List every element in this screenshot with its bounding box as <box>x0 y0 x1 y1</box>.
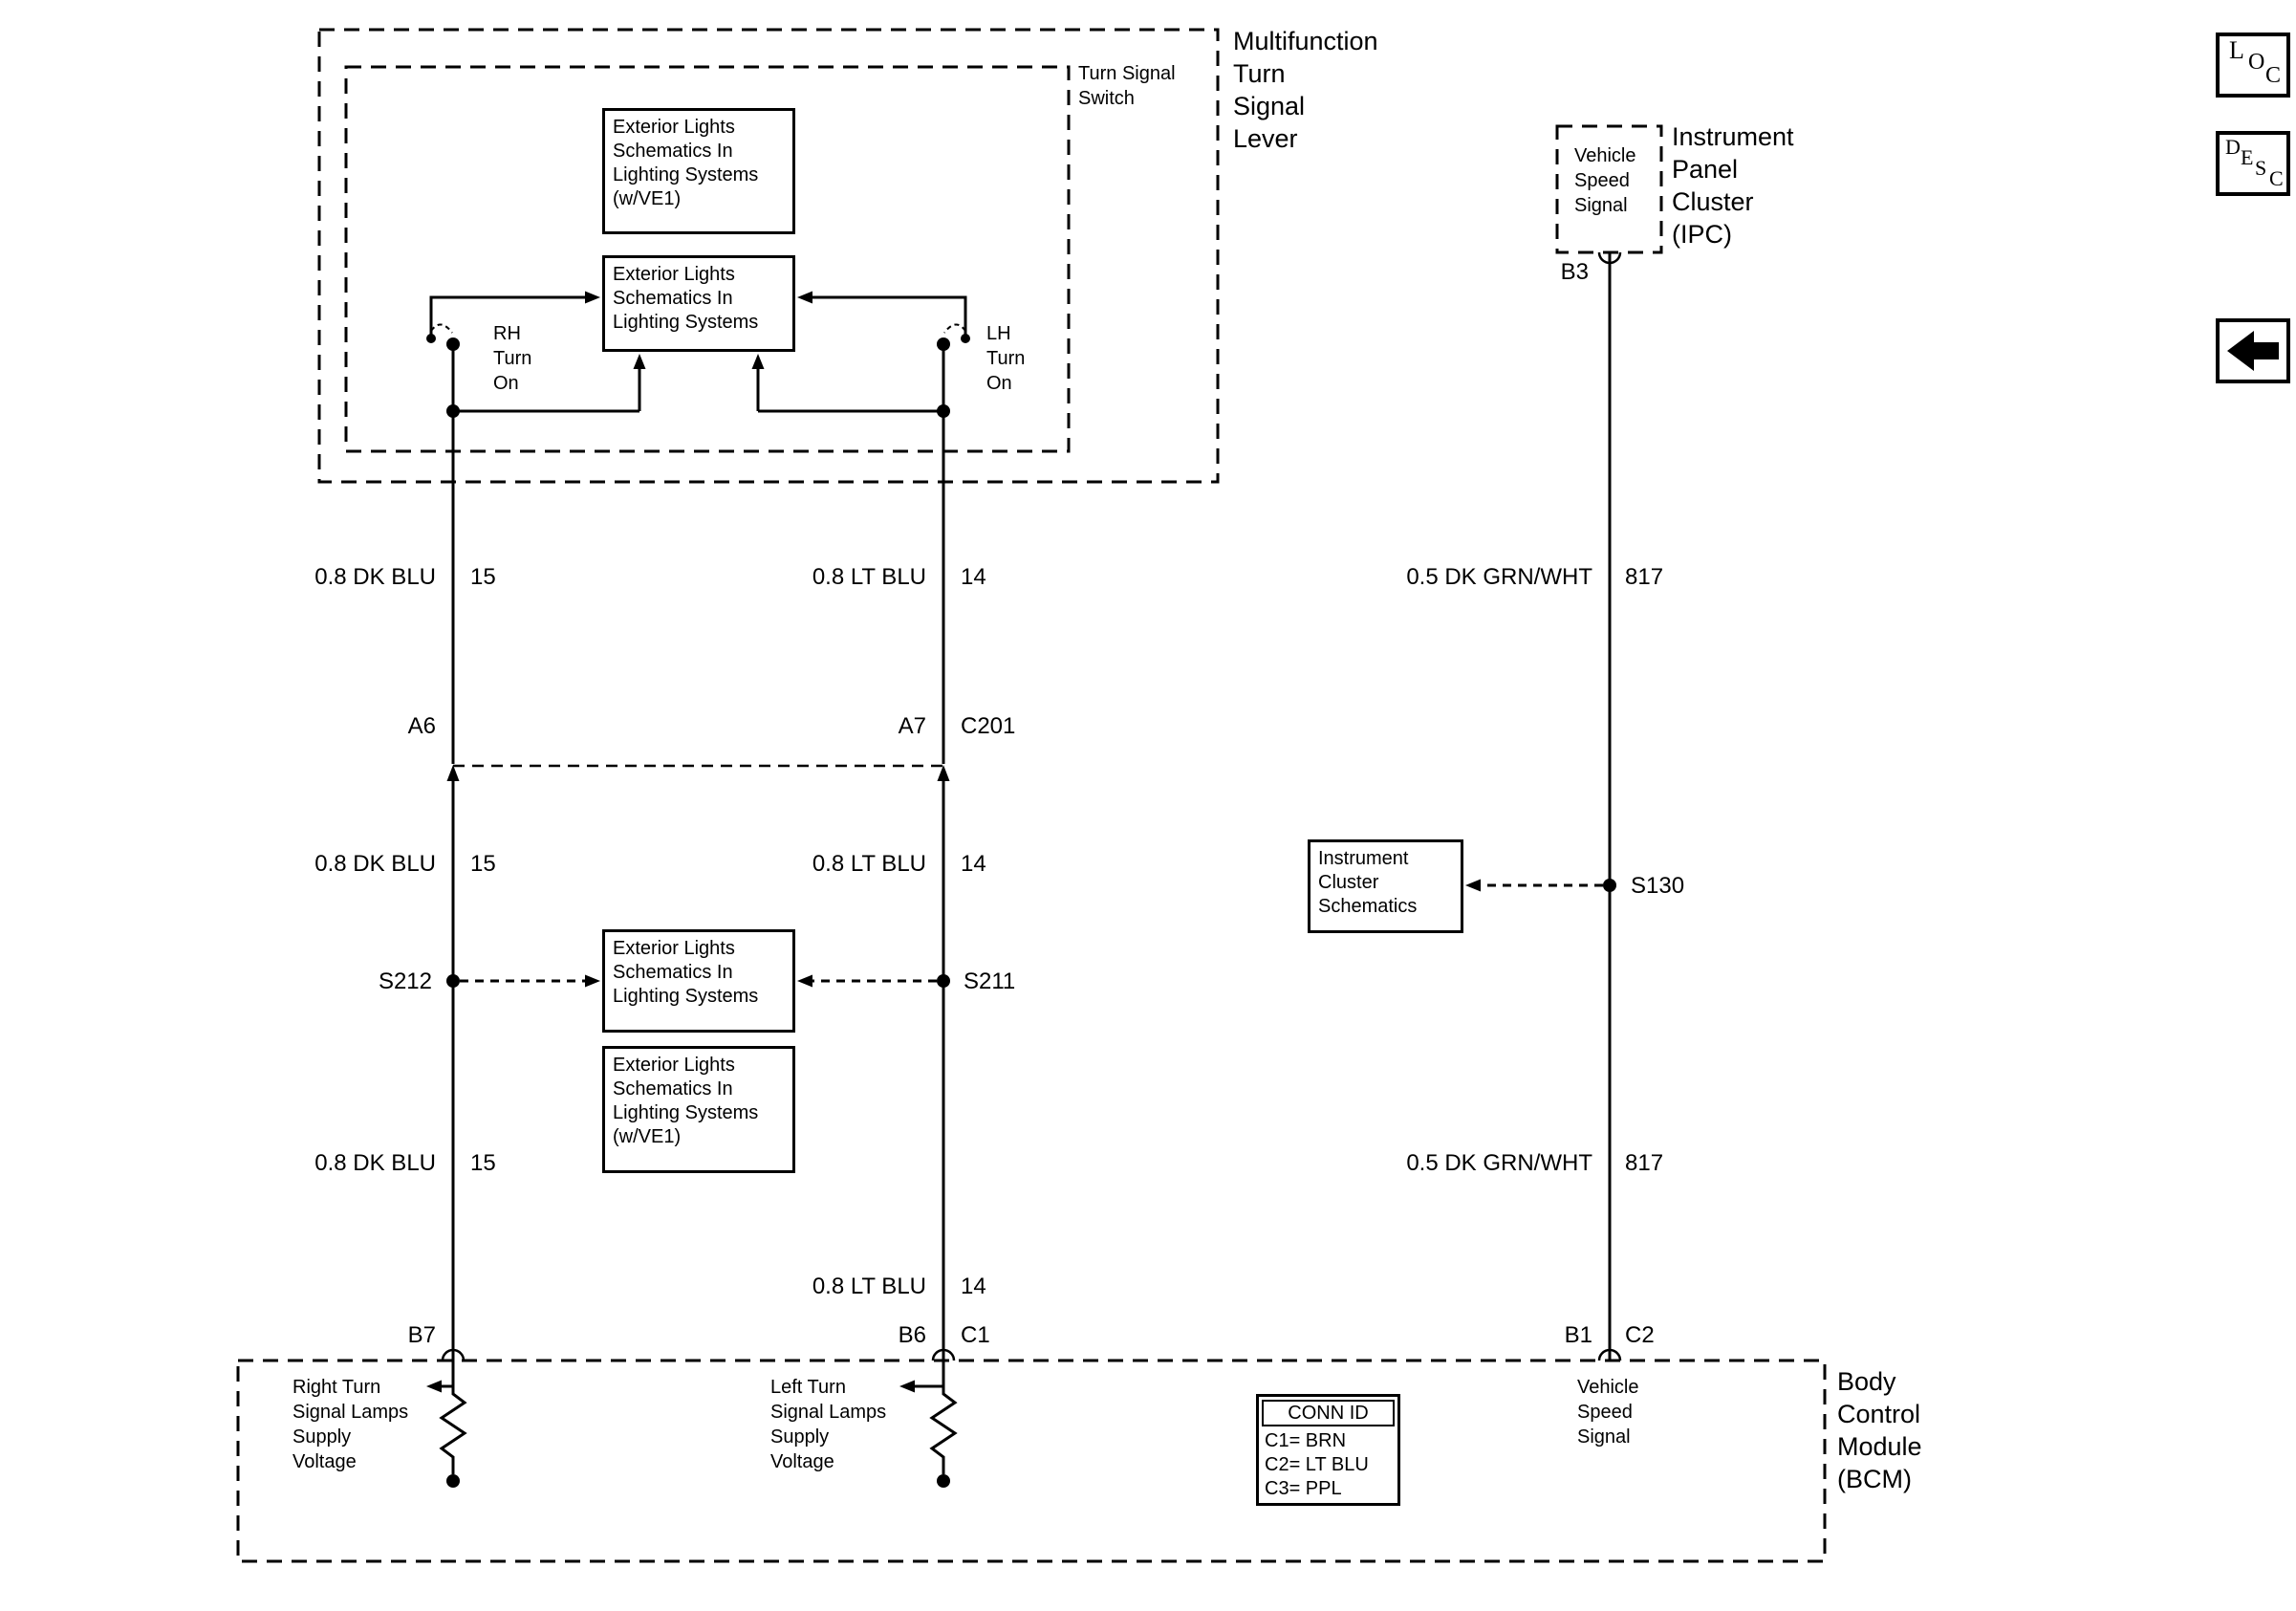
bcm-pin-b7: B7 <box>407 1322 436 1348</box>
wire-spec-vss-upper: 0.5 DK GRN/WHT <box>1406 564 1592 590</box>
ref-box-exterior-lights-ve1-bottom[interactable]: Exterior Lights Schematics In Lighting S… <box>602 1046 795 1173</box>
wire-spec-left-turn-mid: 0.8 LT BLU <box>812 851 926 877</box>
wire-ckt-left-turn-mid: 14 <box>961 851 986 877</box>
loc-letter-o: O <box>2248 50 2265 75</box>
wire-ckt-vss-lower: 817 <box>1625 1150 1664 1176</box>
bcm-pin-b6: B6 <box>898 1322 926 1348</box>
ipc-vss-signal-label: Vehicle Speed Signal <box>1574 145 1636 216</box>
ref-box-instrument-cluster[interactable]: Instrument Cluster Schematics <box>1308 839 1463 933</box>
conn-id-table: CONN ID C1= BRN C2= LT BLU C3= PPL <box>1256 1394 1400 1506</box>
bcm-right-turn-label: Right Turn Signal Lamps Supply Voltage <box>292 1377 409 1472</box>
splice-s212-label: S212 <box>378 969 432 994</box>
rh-turn-on-label: RH Turn On <box>493 323 532 394</box>
conn-id-row-c3: C3= PPL <box>1265 1478 1342 1499</box>
wire-spec-right-turn-lower: 0.8 DK BLU <box>314 1150 436 1176</box>
c201-name: C201 <box>961 713 1016 739</box>
back-arrow-icon <box>2227 331 2279 371</box>
turn-signal-switch-label: Turn Signal Switch <box>1078 63 1176 109</box>
wire-spec-vss-lower: 0.5 DK GRN/WHT <box>1406 1150 1592 1176</box>
desc-button[interactable]: D E S C <box>2216 131 2290 196</box>
bcm-label: Body Control Module (BCM) <box>1837 1367 1922 1493</box>
turn-signal-switch-outline <box>344 65 1071 453</box>
wire-ckt-vss-upper: 817 <box>1625 564 1664 590</box>
lh-turn-on-label: LH Turn On <box>986 323 1026 394</box>
wire-spec-right-turn-upper: 0.8 DK BLU <box>314 564 436 590</box>
mtsl-outline <box>317 28 1220 484</box>
rh-turn-switch <box>429 295 586 338</box>
splice-s130-label: S130 <box>1631 873 1685 899</box>
wire-ckt-left-turn-lower: 14 <box>961 1274 986 1299</box>
right-turn-wire <box>451 344 641 1361</box>
ref-box-exterior-lights-splice[interactable]: Exterior Lights Schematics In Lighting S… <box>602 929 795 1033</box>
conn-id-row-c2: C2= LT BLU <box>1265 1454 1369 1475</box>
bcm-conn-c2: C2 <box>1625 1322 1655 1348</box>
bcm-vss-label: Vehicle Speed Signal <box>1577 1377 1639 1448</box>
connector-cup-symbols <box>441 251 1622 1361</box>
splice-s211-label: S211 <box>964 969 1016 994</box>
desc-letter-d: D <box>2225 135 2241 159</box>
loc-button[interactable]: L O C <box>2216 33 2290 98</box>
desc-letter-e: E <box>2241 145 2254 169</box>
c201-right-pin: A7 <box>898 713 926 739</box>
wire-ckt-right-turn-upper: 15 <box>470 564 496 590</box>
loc-letter-l: L <box>2229 36 2244 64</box>
desc-letter-s: S <box>2255 156 2267 180</box>
ipc-label: Instrument Panel Cluster (IPC) <box>1672 122 1794 249</box>
wire-ckt-right-turn-lower: 15 <box>470 1150 496 1176</box>
loc-letter-c: C <box>2265 63 2282 88</box>
conn-id-row-c1: C1= BRN <box>1265 1430 1347 1451</box>
conn-id-title: CONN ID <box>1262 1400 1395 1426</box>
ref-box-exterior-lights-inner[interactable]: Exterior Lights Schematics In Lighting S… <box>602 255 795 352</box>
wire-spec-left-turn-upper: 0.8 LT BLU <box>812 564 926 590</box>
arrowheads-and-junction-dots <box>426 291 1616 1488</box>
bcm-left-turn-driver <box>914 1361 958 1474</box>
bcm-conn-c1: C1 <box>961 1322 990 1348</box>
ref-box-exterior-lights-ve1-top[interactable]: Exterior Lights Schematics In Lighting S… <box>602 108 795 234</box>
desc-letter-c: C <box>2269 166 2284 190</box>
ipc-pin-b3: B3 <box>1560 259 1589 285</box>
back-button[interactable] <box>2216 318 2290 383</box>
wire-ckt-left-turn-upper: 14 <box>961 564 986 590</box>
mtsl-label: Multifunction Turn Signal Lever <box>1233 27 1378 153</box>
bcm-left-turn-label: Left Turn Signal Lamps Supply Voltage <box>770 1377 887 1472</box>
lh-turn-switch <box>812 295 967 338</box>
wire-spec-left-turn-lower: 0.8 LT BLU <box>812 1274 926 1299</box>
wire-ckt-right-turn-mid: 15 <box>470 851 496 877</box>
bcm-right-turn-driver <box>439 1361 467 1474</box>
left-turn-wire <box>756 344 945 1361</box>
c201-left-pin: A6 <box>407 713 436 739</box>
bcm-pin-b1: B1 <box>1564 1322 1592 1348</box>
wire-spec-right-turn-mid: 0.8 DK BLU <box>314 851 436 877</box>
